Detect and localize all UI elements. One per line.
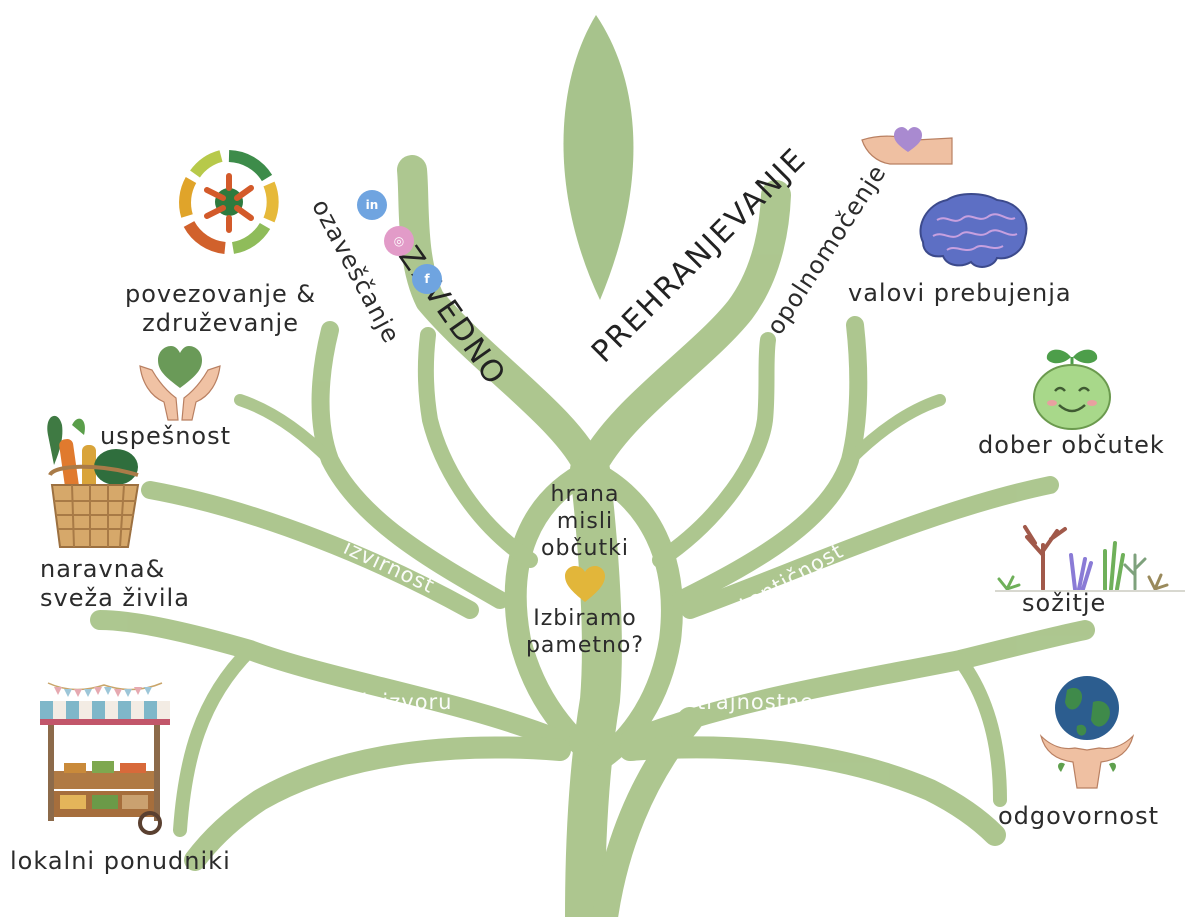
label-sozitje: sožitje	[1022, 589, 1107, 617]
center-line-izbiramo: Izbiramo	[533, 606, 637, 632]
center-line-pametno: pametno?	[525, 633, 645, 659]
gold-heart-icon	[565, 566, 605, 603]
branch-label-nazaj-k-izvoru: nazaj k izvoru	[293, 690, 453, 714]
label-odgovornost: odgovornost	[998, 802, 1159, 830]
plants-icon	[995, 525, 1185, 592]
smiley-sprout-icon	[1033, 349, 1111, 430]
label-zivila-line1: naravna&	[40, 555, 166, 583]
center-line-misli: misli	[556, 508, 614, 534]
community-circle-icon	[179, 150, 279, 254]
market-stall-icon	[40, 682, 170, 835]
instagram-icon: ◎	[384, 226, 414, 256]
brain-icon	[919, 193, 1028, 268]
hand-purple-heart-icon	[861, 127, 953, 165]
label-valovi-prebujenja: valovi prebujenja	[848, 279, 1072, 307]
globe-hands-icon	[1039, 676, 1135, 789]
label-povezovanje-line1: povezovanje &	[125, 280, 317, 308]
hands-green-heart-icon	[139, 346, 221, 421]
vegetable-basket-icon	[47, 415, 140, 548]
label-povezovanje-line2: združevanje	[142, 308, 299, 337]
label-lokalni-ponudniki: lokalni ponudniki	[10, 847, 231, 875]
label-uspesnost: uspešnost	[100, 422, 232, 450]
center-line-hrana: hrana	[550, 482, 620, 507]
central-leaf	[563, 15, 634, 300]
center-line-obcutki: občutki	[541, 535, 629, 561]
facebook-icon: f	[412, 264, 442, 294]
label-zivila: naravna& sveža živila	[40, 555, 190, 613]
label-zivila-line2: sveža živila	[40, 583, 190, 612]
linkedin-icon: in	[357, 190, 387, 220]
center-text: hrana misli občutki Izbiramo pametno?	[520, 482, 650, 660]
label-dober-obcutek: dober občutek	[978, 431, 1165, 459]
branch-label-trajnostne-odlocitve: trajnostne odločitve	[697, 690, 927, 714]
label-povezovanje: povezovanje & združevanje	[125, 280, 316, 338]
